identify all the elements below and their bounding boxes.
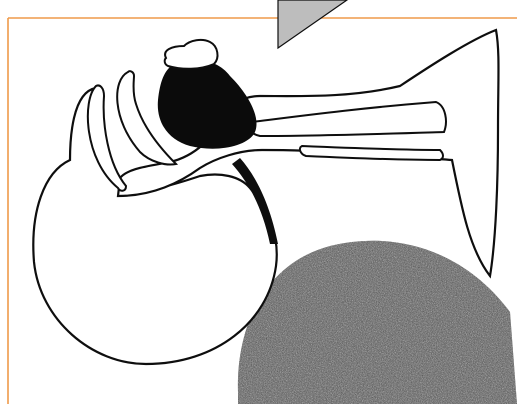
textured-mass-grain (238, 241, 517, 404)
pointer-triangle (278, 0, 347, 48)
dark-blob (158, 60, 257, 149)
blob-cap (165, 40, 218, 69)
